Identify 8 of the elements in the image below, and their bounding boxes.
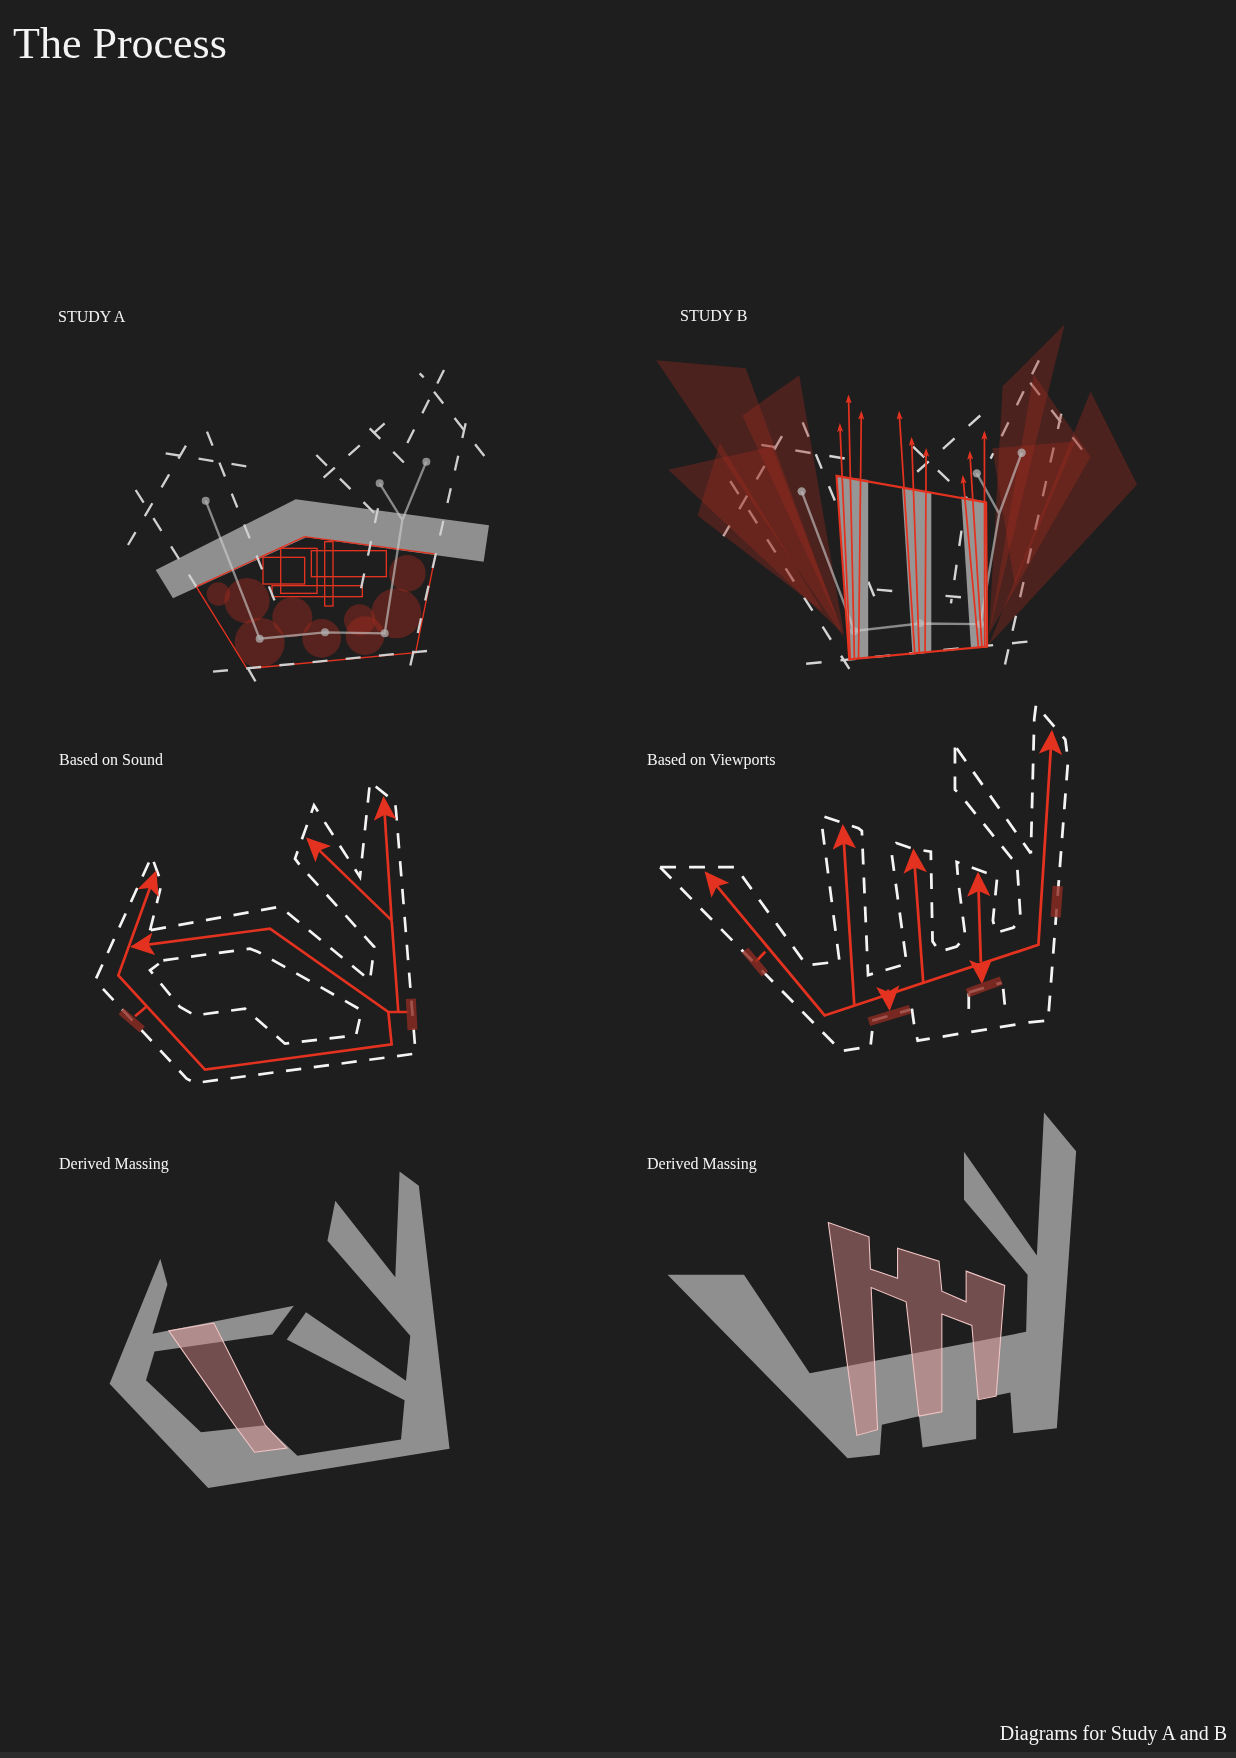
figure-caption: Diagrams for Study A and B [999, 1722, 1227, 1745]
panel-heading: Derived Massing [59, 1155, 169, 1174]
panel-heading: STUDY B [680, 307, 748, 326]
page-title: The Process [13, 19, 227, 70]
panel-heading: STUDY A [58, 308, 126, 327]
panel-heading: Based on Viewports [647, 751, 776, 770]
panel-heading: Derived Massing [647, 1155, 757, 1174]
panel-heading: Based on Sound [59, 751, 163, 770]
